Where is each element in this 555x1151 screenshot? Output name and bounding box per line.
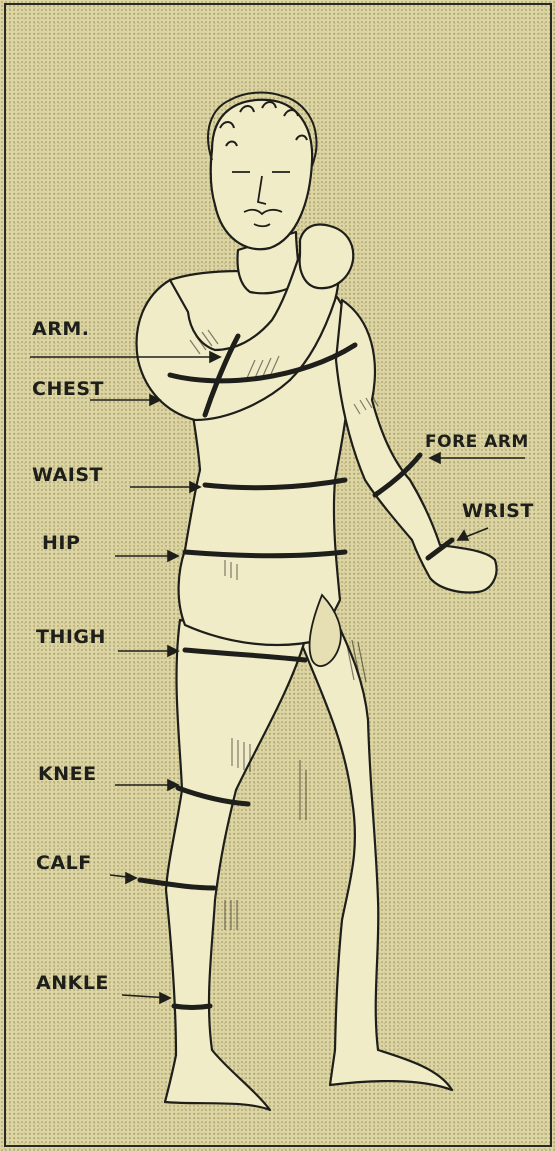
label-waist: WAIST: [32, 464, 103, 486]
label-fore-arm: FORE ARM: [425, 432, 529, 452]
label-hip: HIP: [42, 532, 80, 554]
label-calf: CALF: [36, 852, 92, 874]
ankle-band: [174, 1006, 210, 1008]
back-leg: [300, 620, 452, 1090]
label-ankle: ANKLE: [36, 972, 109, 994]
front-leg: [165, 620, 305, 1110]
label-thigh: THIGH: [36, 626, 106, 648]
label-knee: KNEE: [38, 763, 97, 785]
fist: [300, 225, 354, 289]
label-arm: ARM.: [32, 318, 89, 340]
label-chest: CHEST: [32, 378, 104, 400]
label-wrist: WRIST: [462, 500, 534, 522]
